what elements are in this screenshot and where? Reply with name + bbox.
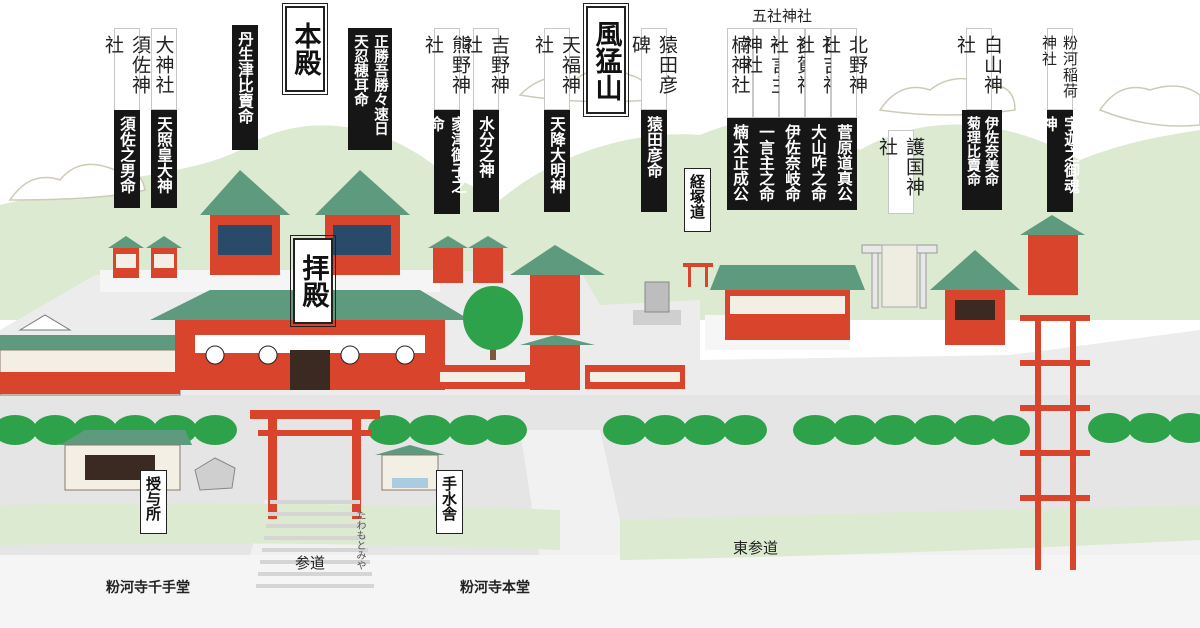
deity-kitano: 菅原道真公 xyxy=(831,118,857,210)
yoshino-shrine-building xyxy=(468,236,508,283)
deity-taga: 伊佐奈岐命 xyxy=(779,118,805,210)
hondo-label: 粉河寺本堂 xyxy=(460,580,530,596)
deity-hitokoto: 一言主之命 xyxy=(753,118,779,210)
kumano-shrine-building xyxy=(428,236,468,283)
deity-kumano: 家津御子之命 xyxy=(427,110,467,214)
torii-plaque-text: たわもとみや xyxy=(354,510,365,570)
tree xyxy=(463,286,523,360)
hedge-row xyxy=(0,413,1200,445)
temizusha-building xyxy=(375,445,445,491)
small-torii xyxy=(683,263,713,287)
senbon-torii xyxy=(1020,315,1090,570)
deity-sarutahiko: 猿田彦命 xyxy=(641,110,667,212)
shrine-name-hakusan: 白山神社 xyxy=(954,28,1003,110)
juyosho-label: 授与所 xyxy=(140,470,167,534)
deity-tenpuku: 天降大明神 xyxy=(544,110,570,212)
hakusan-shrine-building xyxy=(930,250,1020,345)
honden-label: 本殿 xyxy=(282,3,328,95)
shrine-name-inari: 粉河稲荷神社 xyxy=(1040,28,1079,110)
sarutahiko-monument xyxy=(633,281,681,325)
honden-building-2 xyxy=(315,170,410,275)
shrine-name-kusunoki: 楠神社 xyxy=(727,28,753,118)
shrine-name-kumano: 熊野神社 xyxy=(422,28,471,110)
shrine-name-susa: 須佐神社 xyxy=(102,28,151,114)
sando-label: 参道 xyxy=(295,554,326,572)
deity-honden-1: 丹生津比賣命 xyxy=(232,25,258,150)
deity-hiyoshi: 大山咋之命 xyxy=(805,118,831,210)
haiden-label: 拝殿 xyxy=(290,235,336,327)
deity-susa: 須佐之男命 xyxy=(114,110,140,208)
gosha-hall xyxy=(710,265,865,340)
gokoku-label: 護国神社 xyxy=(876,130,925,214)
vermilion-fence xyxy=(435,365,685,389)
gokoku-shrine-building xyxy=(861,244,938,309)
inari-shrine-building xyxy=(1020,215,1085,295)
deity-inari: 宇迦之御魂神 xyxy=(1040,110,1080,212)
deity-hakusan: 伊佐奈美命 菊理比賣命 xyxy=(962,110,1002,210)
left-hall xyxy=(0,314,185,396)
temizusha-label: 手水舎 xyxy=(436,470,463,534)
deity-daijingu: 天照皇大神 xyxy=(151,110,177,208)
stairs xyxy=(256,500,374,588)
juyosho-building xyxy=(60,430,192,491)
fumouzan-label: 風猛山 xyxy=(583,3,629,117)
senju-label: 粉河寺千手堂 xyxy=(106,580,190,596)
main-torii xyxy=(250,410,380,519)
shrine-name-tenpuku: 天福神社 xyxy=(532,28,581,110)
stone xyxy=(194,457,236,491)
deity-yoshino: 水分之神 xyxy=(473,110,499,212)
shrine-name-yoshino: 吉野神社 xyxy=(461,28,510,110)
gosha-group-label: 五社神社 xyxy=(752,7,813,25)
daijingu-shrine-building xyxy=(146,236,182,278)
shrine-name-sarutahiko: 猿田彦碑 xyxy=(629,28,678,110)
susa-shrine-building xyxy=(108,236,144,278)
tenpuku-shrine-building xyxy=(510,245,605,390)
shrine-name-daijingu: 大神社 xyxy=(151,28,177,110)
shrine-name-kitano: 北野神社 xyxy=(819,28,868,118)
east-sando-label: 東参道 xyxy=(733,539,779,557)
deity-honden-2: 正勝吾勝々速日天忍穂耳命 xyxy=(348,28,392,150)
deity-kusunoki: 楠木正成公 xyxy=(727,118,753,210)
kyozuka-label: 経塚道 xyxy=(684,168,711,232)
honden-building-1 xyxy=(200,170,290,275)
